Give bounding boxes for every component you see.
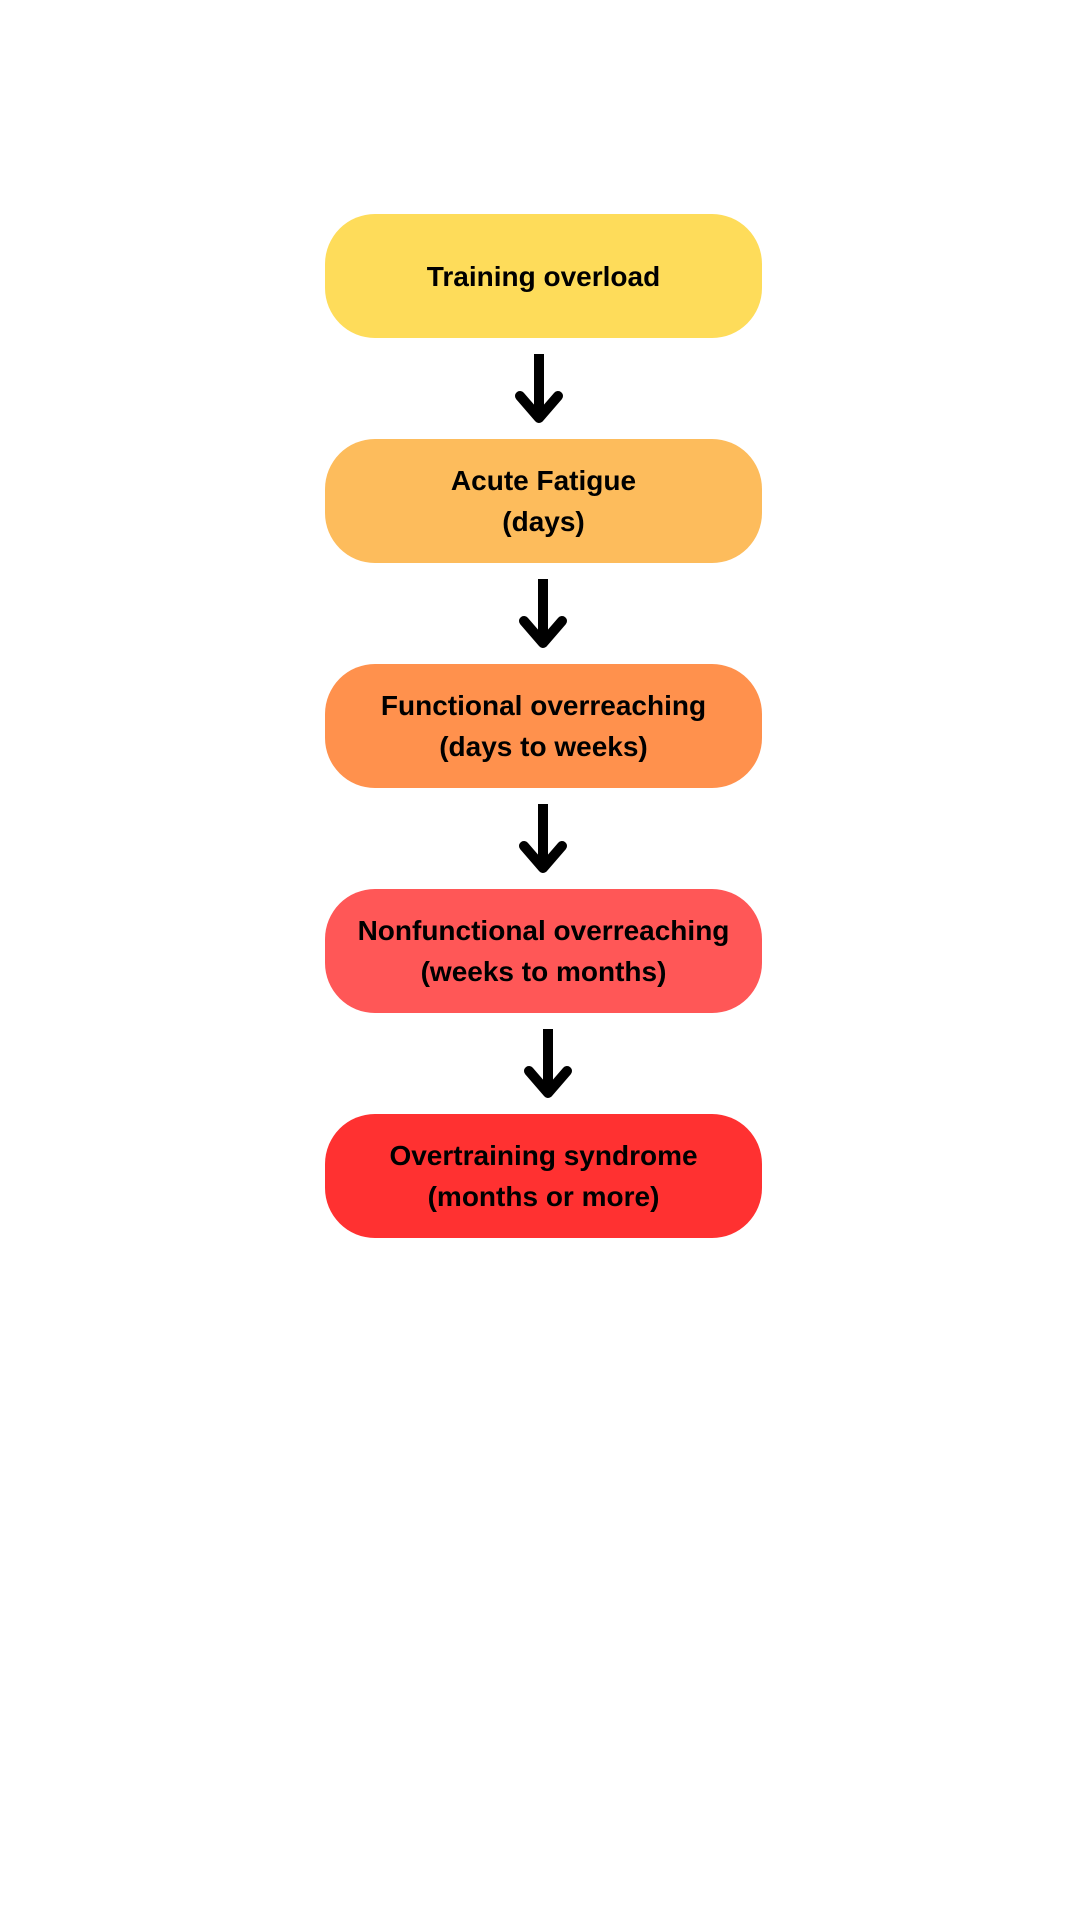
step-duration: (months or more) xyxy=(427,1181,660,1212)
step-duration: (weeks to months) xyxy=(420,956,667,987)
arrow-down-icon xyxy=(515,354,563,423)
arrow-down-icon xyxy=(524,1029,572,1098)
step-label: Overtraining syndrome xyxy=(389,1140,698,1171)
step-label: Functional overreaching xyxy=(380,690,707,721)
step-label: Acute Fatigue xyxy=(450,465,637,496)
step-acute-fatigue: Acute Fatigue (days) xyxy=(325,439,762,563)
step-overtraining-syndrome: Overtraining syndrome (months or more) xyxy=(325,1114,762,1238)
step-functional-overreaching: Functional overreaching (days to weeks) xyxy=(325,664,762,788)
step-duration: (days) xyxy=(502,506,585,537)
step-label: Nonfunctional overreaching xyxy=(357,915,730,946)
step-label: Training overload xyxy=(426,260,661,292)
step-nonfunctional-overreaching: Nonfunctional overreaching (weeks to mon… xyxy=(325,889,762,1013)
step-training-overload: Training overload xyxy=(325,214,762,338)
arrow-down-icon xyxy=(519,579,567,648)
step-duration: (days to weeks) xyxy=(439,731,648,762)
arrow-down-icon xyxy=(519,804,567,873)
